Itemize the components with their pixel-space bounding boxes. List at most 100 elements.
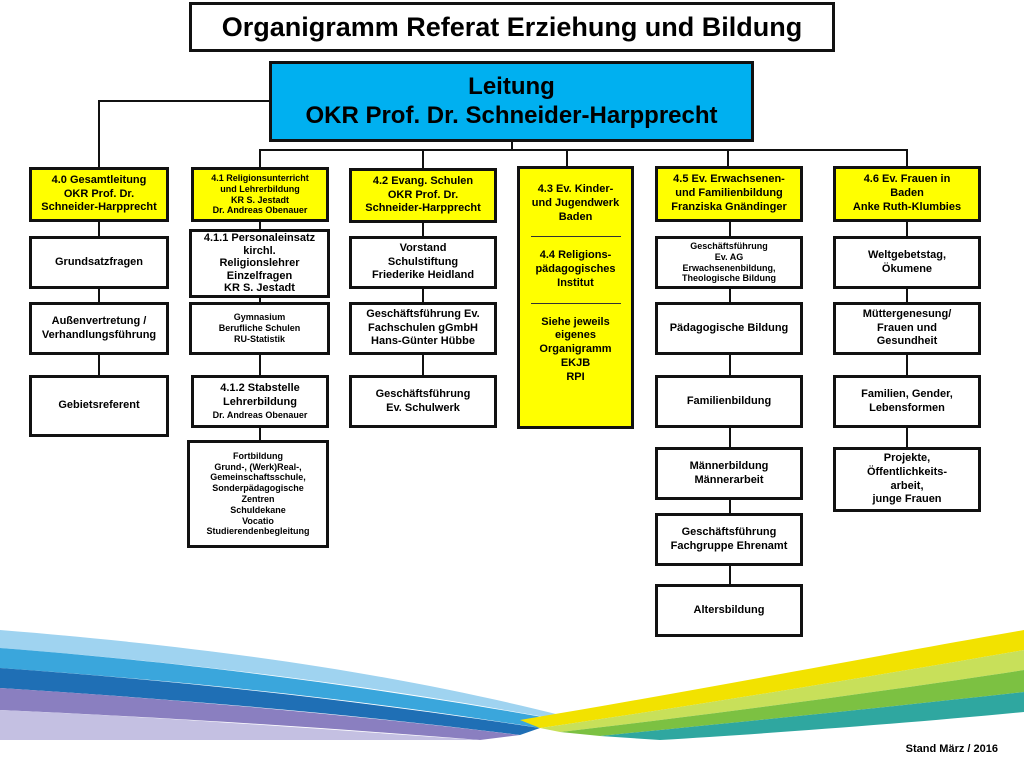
task-geschaeftsfuehrung-ev-ag[interactable]: Geschäftsführung Ev. AG Erwachsenenbildu…: [655, 236, 803, 289]
unit-line: eigenes: [555, 329, 596, 342]
footer-date: Stand März / 2016: [905, 743, 998, 755]
wave-band-blue: [0, 648, 560, 728]
unit-line: Baden: [890, 187, 924, 200]
task-gymnasium-berufliche-schulen[interactable]: Gymnasium Berufliche Schulen RU-Statisti…: [189, 302, 330, 355]
task-line: 4.1.1 Personaleinsatz: [203, 231, 316, 244]
task-line: Altersbildung: [693, 603, 765, 616]
connector-left-horizontal: [98, 100, 270, 102]
task-line: Schuldekane: [230, 504, 286, 515]
unit-4-5-erwachsenenbildung[interactable]: 4.5 Ev. Erwachsenen- und Familienbildung…: [655, 166, 803, 222]
task-familien-gender[interactable]: Familien, Gender, Lebensformen: [833, 375, 981, 428]
task-line: Fachschulen gGmbH: [367, 321, 479, 334]
unit-line: OKR Prof. Dr.: [63, 187, 135, 200]
task-altersbildung[interactable]: Altersbildung: [655, 584, 803, 637]
unit-line: Schneider-Harpprecht: [365, 202, 481, 215]
task-projekte-oeffentlichkeitsarbeit[interactable]: Projekte, Öffentlichkeits- arbeit, junge…: [833, 447, 981, 512]
wave-band-darkblue: [0, 668, 540, 735]
unit-line: 4.0 Gesamtleitung: [51, 173, 147, 186]
task-line: Müttergenesung/: [862, 307, 952, 320]
task-line: Gymnasium: [233, 312, 286, 323]
task-line: Berufliche Schulen: [218, 323, 301, 334]
task-line: arbeit,: [890, 479, 924, 492]
task-personaleinsatz[interactable]: 4.1.1 Personaleinsatz kirchl. Religionsl…: [189, 229, 330, 298]
connector-col3-vertical: [422, 222, 424, 377]
task-familienbildung[interactable]: Familienbildung: [655, 375, 803, 428]
unit-4-1-religionsunterricht[interactable]: 4.1 Religionsunterricht und Lehrerbildun…: [191, 167, 329, 222]
task-grundsatzfragen[interactable]: Grundsatzfragen: [29, 236, 169, 289]
task-line: Ev. Schulwerk: [386, 401, 460, 414]
unit-line: Franziska Gnändinger: [671, 200, 787, 213]
task-line: Fachgruppe Ehrenamt: [670, 539, 788, 552]
unit-line: Dr. Andreas Obenauer: [212, 205, 308, 216]
leitung-box[interactable]: Leitung OKR Prof. Dr. Schneider-Harpprec…: [269, 61, 754, 142]
task-muettergenesung[interactable]: Müttergenesung/ Frauen und Gesundheit: [833, 302, 981, 355]
task-line: Ökumene: [881, 262, 933, 275]
unit-4-2-evang-schulen[interactable]: 4.2 Evang. Schulen OKR Prof. Dr. Schneid…: [349, 168, 497, 223]
task-line: Familien, Gender,: [861, 387, 953, 400]
task-line: Dr. Andreas Obenauer: [212, 409, 308, 420]
wave-band-teal: [600, 692, 1024, 740]
unit-line: 4.1 Religionsunterricht: [211, 172, 309, 183]
wave-band-purple: [0, 688, 520, 740]
task-line: Vocatio: [242, 515, 274, 526]
task-geschaeftsfuehrung-schulwerk[interactable]: Geschäftsführung Ev. Schulwerk: [349, 375, 497, 428]
unit-line: 4.5 Ev. Erwachsenen-: [673, 173, 785, 186]
task-stabstelle-lehrerbildung[interactable]: 4.1.2 Stabstelle Lehrerbildung Dr. Andre…: [191, 375, 329, 428]
connector-drop-col5: [727, 149, 729, 167]
wave-band-lightgreen: [540, 650, 1024, 732]
task-aussenvertretung[interactable]: Außenvertretung / Verhandlungsführung: [29, 302, 169, 355]
unit-4-6-ev-frauen[interactable]: 4.6 Ev. Frauen in Baden Anke Ruth-Klumbi…: [833, 166, 981, 222]
task-line: Grund-, (Werk)Real-,: [214, 461, 302, 472]
task-line: Sonderpädagogische: [212, 483, 304, 494]
unit-line: und Familienbildung: [675, 187, 783, 200]
wave-band-green: [560, 670, 1024, 736]
task-line: Ev. AG: [714, 251, 744, 262]
task-maennerbildung[interactable]: Männerbildung Männerarbeit: [655, 447, 803, 500]
unit-line: Siehe jeweils: [541, 315, 610, 328]
task-geschaeftsfuehrung-fachschulen[interactable]: Geschäftsführung Ev. Fachschulen gGmbH H…: [349, 302, 497, 355]
task-line: Verhandlungsführung: [41, 328, 157, 341]
task-line: Geschäftsführung: [681, 525, 777, 538]
unit-line: Anke Ruth-Klumbies: [852, 200, 962, 213]
task-line: Friederike Heidland: [371, 269, 475, 282]
task-line: Erwachsenenbildung,: [682, 262, 776, 273]
unit-line: Schneider-Harpprecht: [41, 201, 157, 214]
unit-line: und Lehrerbildung: [220, 183, 300, 194]
task-line: Frauen und: [877, 321, 937, 334]
leitung-person: OKR Prof. Dr. Schneider-Harpprecht: [305, 101, 718, 129]
task-vorstand-schulstiftung[interactable]: Vorstand Schulstiftung Friederike Heidla…: [349, 236, 497, 289]
task-line: Weltgebetstag,: [867, 248, 947, 261]
unit-line: EKJB: [560, 356, 591, 369]
task-line: Pädagogische Bildung: [669, 321, 789, 334]
unit-line: Baden: [558, 210, 593, 223]
connector-drop-col3: [422, 149, 424, 168]
task-line: Einzelfragen: [226, 269, 293, 282]
leitung-label: Leitung: [468, 72, 555, 100]
task-line: Familienbildung: [686, 394, 772, 407]
task-line: Studierendenbegleitung: [206, 526, 310, 537]
unit-line: KR S. Jestadt: [230, 194, 290, 205]
task-paedagogische-bildung[interactable]: Pädagogische Bildung: [655, 302, 803, 355]
task-weltgebetstag[interactable]: Weltgebetstag, Ökumene: [833, 236, 981, 289]
divider: [530, 302, 621, 304]
task-line: Fortbildung: [233, 450, 283, 461]
task-line: Schulstiftung: [387, 255, 459, 268]
unit-4-3-4-4-ekjb-rpi[interactable]: 4.3 Ev. Kinder- und Jugendwerk Baden 4.4…: [517, 166, 634, 429]
connector-lead-down: [511, 142, 513, 150]
task-line: Theologische Bildung: [682, 273, 776, 284]
task-line: Zentren: [241, 494, 275, 504]
task-line: Gebietsreferent: [58, 399, 140, 412]
unit-4-0-gesamtleitung[interactable]: 4.0 Gesamtleitung OKR Prof. Dr. Schneide…: [29, 167, 169, 222]
unit-line: 4.6 Ev. Frauen in: [863, 173, 951, 186]
unit-line: RPI: [566, 370, 585, 383]
unit-line: 4.2 Evang. Schulen: [372, 174, 474, 187]
task-line: junge Frauen: [872, 493, 942, 506]
unit-line: 4.3 Ev. Kinder-: [537, 183, 614, 195]
task-fortbildung[interactable]: Fortbildung Grund-, (Werk)Real-, Gemeins…: [187, 440, 329, 548]
decorative-wave-bands: [0, 630, 1024, 740]
task-gebietsreferent[interactable]: Gebietsreferent: [29, 375, 169, 437]
task-fachgruppe-ehrenamt[interactable]: Geschäftsführung Fachgruppe Ehrenamt: [655, 513, 803, 566]
task-line: Außenvertretung /: [51, 314, 147, 327]
task-line: Lehrerbildung: [223, 396, 297, 409]
wave-band-yellow: [520, 630, 1024, 728]
